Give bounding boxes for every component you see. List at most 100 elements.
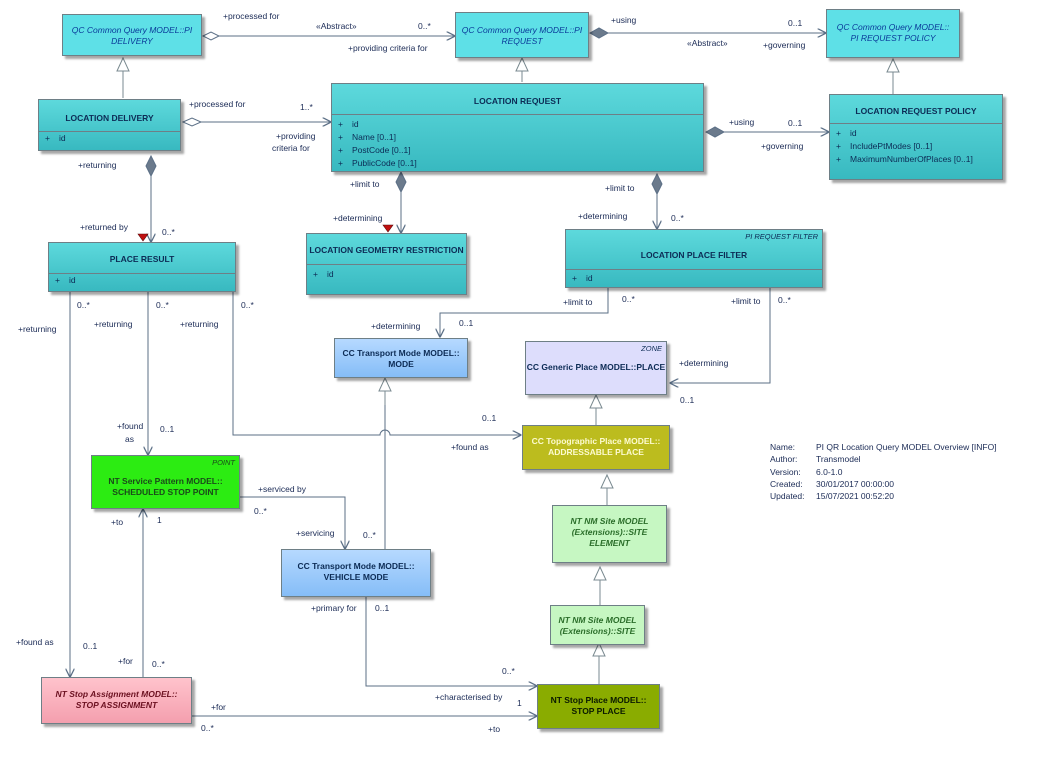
transport-mode-line2: MODE <box>388 359 414 369</box>
multiplicity-label: 0..* <box>152 659 165 669</box>
site-element-box[interactable]: NT NM Site MODEL (Extensions)::SITE ELEM… <box>552 505 667 563</box>
location-request-policy-title: LOCATION REQUEST POLICY <box>855 106 977 116</box>
visibility-marker: + <box>338 145 343 155</box>
attribute-name: PublicCode [0..1] <box>352 158 417 168</box>
generalization-arrow <box>589 393 603 409</box>
attribute-name: Name [0..1] <box>352 132 396 142</box>
stop-point-line2: SCHEDULED STOP POINT <box>112 487 219 497</box>
attribute-row: +id <box>566 272 822 285</box>
role-label: +returning <box>18 324 57 334</box>
multiplicity-label: 0..1 <box>160 424 175 434</box>
visibility-marker: + <box>572 273 577 283</box>
pi-delivery-box[interactable]: QC Common Query MODEL::PI DELIVERY <box>62 14 202 56</box>
location-request-policy-attributes: +id +IncludePtModes [0..1] +MaximumNumbe… <box>830 123 1002 166</box>
multiplicity-label: 0..1 <box>375 603 390 613</box>
role-label: +serviced by <box>258 484 306 494</box>
role-label: +for <box>211 702 226 712</box>
site-element-line1: NT NM Site MODEL <box>570 516 649 526</box>
pi-request-policy-box[interactable]: QC Common Query MODEL:: PI REQUEST POLIC… <box>826 9 960 58</box>
location-request-policy-box[interactable]: LOCATION REQUEST POLICY + id +IncludePtMo… <box>829 94 1003 180</box>
transport-mode-box[interactable]: CC Transport Mode MODEL:: MODE <box>334 338 468 378</box>
info-value: 30/01/2017 00:00:00 <box>816 478 894 489</box>
scheduled-stop-point-box[interactable]: POINT NT Service Pattern MODEL:: SCHEDUL… <box>91 455 240 509</box>
location-delivery-title: LOCATION DELIVERY <box>65 113 154 123</box>
role-label: +for <box>118 656 133 666</box>
pi-request-policy-line1: QC Common Query MODEL:: <box>836 22 950 32</box>
location-request-attributes: +id +Name [0..1] +PostCode [0..1] +Publi… <box>332 114 703 170</box>
role-label: +to <box>488 724 501 734</box>
role-label: as <box>125 434 134 444</box>
generalization-arrow <box>886 57 900 73</box>
role-label: +limit to <box>350 179 380 189</box>
multiplicity-label: 0..* <box>254 506 267 516</box>
multiplicity-label: 0..1 <box>788 18 803 28</box>
site-element-line2: (Extensions)::SITE <box>571 527 648 537</box>
role-label: +determining <box>371 321 421 331</box>
generic-place-box[interactable]: ZONE CC Generic Place MODEL::PLACE <box>525 341 667 395</box>
multiplicity-label: 0..* <box>241 300 254 310</box>
info-value: PI QR Location Query MODEL Overview [INF… <box>816 442 997 452</box>
attribute-row: +IncludePtModes [0..1] <box>830 140 1002 153</box>
visibility-marker: + <box>338 158 343 168</box>
pi-request-line1: QC Common Query MODEL::PI <box>461 25 583 35</box>
visibility-marker: + <box>338 119 343 129</box>
pi-request-line2: REQUEST <box>501 36 543 46</box>
place-result-box[interactable]: PLACE RESULT +id <box>48 242 236 292</box>
pi-delivery-line2: DELIVERY <box>111 36 153 46</box>
stop-place-line1: NT Stop Place MODEL:: <box>550 695 647 705</box>
pi-request-box[interactable]: QC Common Query MODEL::PI REQUEST <box>455 12 589 58</box>
info-row: Author:Transmodel <box>770 453 997 465</box>
location-geometry-restriction-box[interactable]: LOCATION GEOMETRY RESTRICTION +id <box>306 233 467 295</box>
role-label: +primary for <box>311 603 357 613</box>
vehicle-mode-box[interactable]: CC Transport Mode MODEL:: VEHICLE MODE <box>281 549 431 597</box>
attribute-row: +PostCode [0..1] <box>332 144 703 157</box>
visibility-marker: + <box>313 269 318 279</box>
info-value: 6.0-1.0 <box>816 466 843 477</box>
aggregation-diamond <box>181 117 203 127</box>
attribute-row: + id <box>332 118 703 131</box>
transport-mode-line1: CC Transport Mode MODEL:: <box>342 348 460 358</box>
generic-place-line1: CC Generic Place MODEL::PLACE <box>526 362 666 372</box>
role-label: +processed for <box>223 11 280 21</box>
multiplicity-label: 1 <box>517 698 522 708</box>
stop-assignment-box[interactable]: NT Stop Assignment MODEL:: STOP ASSIGNME… <box>41 677 192 724</box>
composition-diamond <box>588 27 610 39</box>
attribute-row: +Name [0..1] <box>332 131 703 144</box>
stop-point-line1: NT Service Pattern MODEL:: <box>108 476 223 486</box>
multiplicity-label: 0..* <box>778 295 791 305</box>
vehicle-mode-stop-place-link <box>365 597 537 686</box>
info-row: Version:6.0-1.0 <box>770 466 997 478</box>
info-row: Name:PI QR Location Query MODEL Overview… <box>770 441 997 453</box>
direction-marker-icon <box>137 233 149 242</box>
role-label: +to <box>111 517 124 527</box>
visibility-marker: + <box>836 128 841 138</box>
role-label: +using <box>729 117 755 127</box>
role-label: +governing <box>763 40 806 50</box>
site-box[interactable]: NT NM Site MODEL (Extensions)::SITE <box>550 605 645 645</box>
role-label: +providing criteria for <box>348 43 428 53</box>
attribute-row: + id <box>830 127 1002 140</box>
composition-diamond <box>395 170 407 194</box>
attribute-name: id <box>850 128 857 138</box>
multiplicity-label: 1..* <box>300 102 313 112</box>
addressable-place-line1: CC Topographic Place MODEL:: <box>531 436 661 446</box>
multiplicity-label: 0..1 <box>482 413 497 423</box>
multiplicity-label: 0..1 <box>680 395 695 405</box>
info-key: Created: <box>770 478 803 489</box>
location-place-filter-box[interactable]: PI REQUEST FILTER LOCATION PLACE FILTER … <box>565 229 823 288</box>
role-label: +servicing <box>296 528 335 538</box>
attribute-name: id <box>352 119 359 129</box>
location-delivery-box[interactable]: LOCATION DELIVERY +id <box>38 99 181 151</box>
stop-place-box[interactable]: NT Stop Place MODEL:: STOP PLACE <box>537 684 660 729</box>
location-request-box[interactable]: LOCATION REQUEST +id +Name [0..1] +PostC… <box>331 83 704 172</box>
multiplicity-label: 0..* <box>156 300 169 310</box>
multiplicity-label: 0..* <box>77 300 90 310</box>
role-label: +governing <box>761 141 804 151</box>
role-label: +found <box>117 421 144 431</box>
vehicle-mode-line1: CC Transport Mode MODEL:: <box>297 561 415 571</box>
addressable-place-box[interactable]: CC Topographic Place MODEL:: ADDRESSABLE… <box>522 425 670 470</box>
attribute-row: +id <box>49 274 235 287</box>
generic-place-stereotype: ZONE <box>641 344 662 353</box>
role-label: +processed for <box>189 99 246 109</box>
